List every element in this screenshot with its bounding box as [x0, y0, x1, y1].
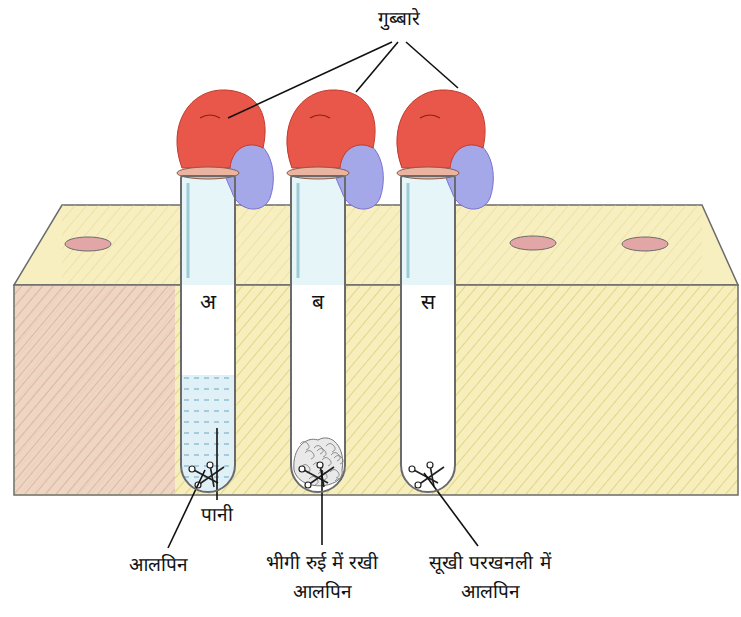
- pin-head: [305, 482, 311, 488]
- balloon-crease: [310, 115, 330, 118]
- stand-top: [14, 205, 738, 285]
- water-line: [184, 443, 232, 444]
- cotton-fibre: [305, 451, 314, 460]
- water-line: [184, 410, 232, 411]
- stand-front: [14, 285, 738, 495]
- balloon: [287, 90, 383, 209]
- cotton-fibre: [331, 453, 340, 462]
- stand-hole: [622, 237, 668, 251]
- tube-label: ब: [309, 291, 327, 314]
- pins: [409, 462, 444, 488]
- stand-front-texture: [15, 286, 737, 494]
- cotton-fibre: [314, 446, 323, 455]
- cotton-fibre: [330, 470, 339, 479]
- balloon-red-part: [177, 90, 265, 168]
- pin-head: [409, 466, 415, 472]
- stand-hole: [65, 237, 111, 251]
- balloon: [177, 90, 273, 209]
- water-line: [184, 399, 232, 400]
- pin-label: आलपिन: [126, 550, 191, 579]
- stand-top-texture: [62, 205, 702, 285]
- balloon-crease: [200, 115, 220, 118]
- water-line: [184, 388, 232, 389]
- balloon-red-part: [287, 90, 375, 168]
- balloon-neck: [397, 167, 459, 179]
- pins: [299, 462, 334, 488]
- water-line: [184, 432, 232, 433]
- pin-head: [427, 462, 433, 468]
- tube-glass: [400, 175, 456, 493]
- pin-head: [189, 466, 195, 472]
- balloons-label: गुब्बारे: [375, 4, 423, 33]
- cotton-blob: [294, 438, 343, 486]
- leader-line: [406, 42, 458, 88]
- water-line: [184, 421, 232, 422]
- pins: [189, 462, 224, 488]
- wet-cotton-pin-label: भीगी रुई में रखी आलपिन: [249, 548, 395, 605]
- balloon-neck: [177, 167, 239, 179]
- water-fill: [180, 375, 236, 500]
- wet-cotton: [294, 438, 344, 487]
- tube-shine: [407, 183, 410, 278]
- tube-glass-top: [400, 175, 456, 285]
- water: [180, 375, 236, 500]
- balloon: [397, 90, 493, 209]
- tube-label: स: [418, 291, 438, 314]
- pin-head: [299, 466, 305, 472]
- water-label: पानी: [198, 500, 236, 529]
- pin-head: [207, 462, 213, 468]
- stand-shadow-texture: [15, 286, 175, 494]
- tube-shine: [297, 183, 300, 278]
- test-tube: अ: [180, 175, 236, 493]
- pin-head: [317, 462, 323, 468]
- test-tube: ब: [290, 175, 346, 493]
- balloon-red-part: [397, 90, 485, 168]
- leader-line: [216, 428, 218, 500]
- tube-glass-top: [180, 175, 236, 285]
- tube-label: अ: [197, 291, 219, 314]
- cotton-fibre: [335, 479, 344, 488]
- pin-head: [415, 482, 421, 488]
- cotton-fibre: [326, 444, 335, 453]
- water-line: [184, 377, 232, 378]
- tube-glass-top: [290, 175, 346, 285]
- leader-line: [228, 42, 392, 118]
- leader-line: [321, 470, 323, 545]
- balloon-neck: [287, 167, 349, 179]
- dry-tube-pin-label: सूखी परखनली में आलपिन: [403, 548, 577, 605]
- leader-lines: [168, 42, 478, 548]
- cotton-fibre: [300, 442, 309, 451]
- test-tube: स: [400, 175, 456, 493]
- stand-hole: [510, 236, 556, 250]
- stand-shadow: [15, 286, 175, 494]
- leader-line: [356, 42, 398, 92]
- water-line: [184, 454, 232, 455]
- tube-shine: [187, 183, 190, 278]
- tube-glass: [290, 175, 346, 493]
- balloon-crease: [420, 115, 440, 118]
- leader-line: [424, 473, 478, 546]
